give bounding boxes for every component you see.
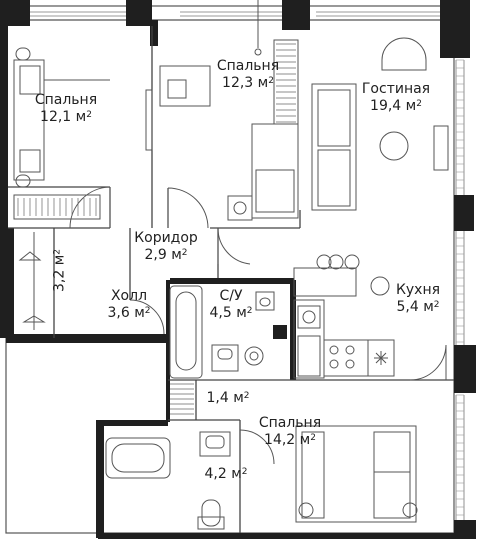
storage-hatch [170,383,194,415]
structural-walls [0,0,476,539]
bedroom-1-label: Спальня 12,1 м2 [24,92,108,126]
kitchen-furniture [293,254,395,379]
bedroom-1-furniture [13,47,153,220]
bedroom-2-label: Спальня 12,3 м2 [206,58,290,92]
bedroom-2-furniture [159,0,299,221]
living-furniture [311,37,449,211]
bedroom-1-area: 12,1 м2 [40,109,92,125]
bathroom-2-label: 4,2 м2 [204,466,248,482]
living-label: Гостиная 19,4 м2 [348,81,444,115]
bedroom-3-name: Спальня [258,415,322,431]
bedroom-3-label: Спальня 14,2 м2 [248,415,332,449]
bathroom-1-area: 4,5 м2 [209,305,253,321]
closet-label: 3,2 м2 [51,249,68,293]
kitchen-area: 5,4 м2 [396,299,440,315]
bedroom-2-area: 12,3 м2 [222,75,274,91]
kitchen-name: Кухня [395,282,441,298]
bedroom-3-furniture [295,425,418,523]
living-area: 19,4 м2 [370,98,422,114]
wardrobe-hatch [17,198,97,216]
bedroom-3-area: 14,2 м2 [264,432,316,448]
corridor-name: Коридор [134,230,198,246]
storage-label: 1,4 м2 [206,390,250,406]
hall-label: Холл 3,6 м2 [92,288,166,322]
bedroom-2-name: Спальня [216,58,280,74]
bathroom-1-fixtures [169,285,275,379]
bedroom-2-wardrobe-hatch [276,43,296,123]
hall-area: 3,6 м2 [107,305,151,321]
bathroom-2-fixtures [105,431,231,530]
closet-furniture [18,232,46,330]
bedroom-1-name: Спальня [34,92,98,108]
hall-name: Холл [110,288,148,304]
top-windows [30,11,440,17]
living-name: Гостиная [361,81,431,97]
kitchen-label: Кухня 5,4 м2 [386,282,450,316]
bathroom-1-name: С/У [219,288,243,304]
corridor-label: Коридор 2,9 м2 [126,230,206,264]
doors [69,186,447,465]
corridor-area: 2,9 м2 [144,247,188,263]
window-tick-marks [456,59,464,516]
bathroom-1-label: С/У 4,5 м2 [198,288,264,322]
